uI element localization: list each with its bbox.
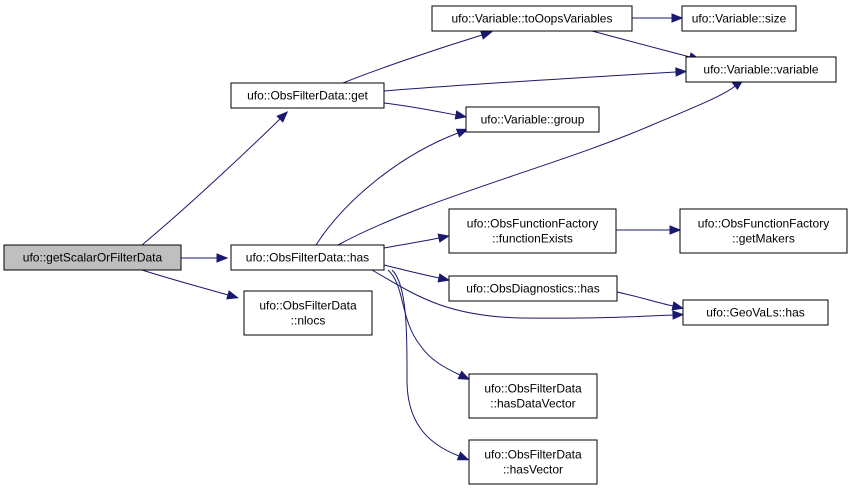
node-label: ::functionExists — [492, 232, 573, 246]
node-box[interactable] — [230, 244, 385, 271]
arrowhead — [276, 111, 289, 123]
edge-line — [342, 34, 483, 84]
edge-get-to-group — [383, 102, 468, 120]
node-label: ufo::Variable::size — [692, 12, 787, 26]
node-box[interactable] — [681, 5, 797, 32]
edge-line — [387, 269, 461, 376]
node-box[interactable] — [243, 290, 373, 336]
node-label: ufo::ObsFilterData — [259, 299, 357, 313]
node-label: ::hasDataVector — [490, 397, 575, 411]
edge-toOops-to-variable — [591, 30, 701, 62]
edge-line — [337, 85, 736, 246]
node-box[interactable] — [468, 439, 598, 485]
node-getMakers[interactable]: ufo::ObsFunctionFactory::getMakers — [679, 208, 848, 254]
edge-has-to-funcExists — [383, 233, 451, 249]
edge-get-to-toOops — [342, 30, 493, 84]
node-label: ::nlocs — [291, 314, 326, 328]
node-label: ufo::ObsFilterData — [484, 382, 582, 396]
arrowhead — [456, 451, 470, 461]
node-label: ufo::Variable::variable — [703, 63, 819, 77]
node-box[interactable] — [468, 373, 598, 419]
edge-root-to-get — [141, 111, 289, 246]
arrowhead — [216, 253, 229, 263]
arrowhead — [669, 225, 682, 235]
node-label: ufo::Variable::toOopsVariables — [452, 12, 613, 26]
node-box[interactable] — [3, 244, 182, 271]
edge-has-to-group — [315, 128, 469, 246]
arrowhead — [226, 290, 239, 300]
node-box[interactable] — [448, 275, 618, 302]
edge-toOops-to-size — [632, 13, 684, 23]
arrowhead — [671, 301, 685, 311]
arrowhead — [672, 310, 685, 320]
arrowhead — [437, 233, 451, 243]
arrowhead — [675, 67, 688, 77]
node-box[interactable] — [679, 208, 848, 254]
node-box[interactable] — [448, 208, 617, 254]
edge-line — [383, 102, 457, 116]
nodes-layer: ufo::getScalarOrFilterDataufo::ObsFilter… — [3, 5, 848, 485]
edge-line — [383, 71, 677, 92]
edge-line — [315, 132, 459, 246]
node-label: ::getMakers — [732, 232, 795, 246]
node-get[interactable]: ufo::ObsFilterData::get — [230, 82, 385, 109]
node-box[interactable] — [431, 5, 633, 32]
node-root[interactable]: ufo::getScalarOrFilterData — [3, 244, 182, 271]
node-box[interactable] — [685, 56, 837, 83]
edges-layer — [141, 13, 744, 461]
node-variable[interactable]: ufo::Variable::variable — [685, 56, 837, 83]
node-label: ufo::ObsFilterData — [484, 448, 582, 462]
edge-line — [383, 264, 440, 279]
arrowhead — [480, 30, 493, 40]
node-label: ufo::ObsFunctionFactory — [467, 217, 598, 231]
edge-line — [591, 30, 691, 58]
node-size[interactable]: ufo::Variable::size — [681, 5, 797, 32]
edge-root-to-has — [181, 253, 229, 263]
node-box[interactable] — [230, 82, 385, 109]
edge-has-to-diagHas — [383, 264, 451, 283]
node-geovalsHas[interactable]: ufo::GeoVaLs::has — [682, 299, 829, 326]
node-label: ufo::ObsDiagnostics::has — [466, 282, 599, 296]
edge-funcExists-to-getMakers — [616, 225, 682, 235]
arrowhead — [671, 13, 684, 23]
node-label: ::hasVector — [503, 463, 563, 477]
edge-line — [383, 237, 440, 249]
edge-root-to-nlocs — [141, 269, 239, 300]
node-box[interactable] — [465, 106, 600, 133]
arrowhead — [437, 273, 451, 283]
edge-line — [391, 269, 460, 457]
node-diagHas[interactable]: ufo::ObsDiagnostics::has — [448, 275, 618, 302]
arrowhead — [457, 370, 471, 380]
arrowhead — [455, 128, 469, 138]
node-funcExists[interactable]: ufo::ObsFunctionFactory::functionExists — [448, 208, 617, 254]
edge-diagHas-to-geovalsHas — [616, 291, 685, 311]
edge-line — [371, 269, 674, 319]
node-label: ufo::getScalarOrFilterData — [23, 251, 163, 265]
edge-has-to-hasDataVector — [387, 269, 471, 380]
node-label: ufo::ObsFunctionFactory — [698, 217, 829, 231]
node-label: ufo::ObsFilterData::get — [247, 89, 368, 103]
node-box[interactable] — [682, 299, 829, 326]
node-group[interactable]: ufo::Variable::group — [465, 106, 600, 133]
node-has[interactable]: ufo::ObsFilterData::has — [230, 244, 385, 271]
node-toOops[interactable]: ufo::Variable::toOopsVariables — [431, 5, 633, 32]
edge-has-to-hasVector — [391, 269, 470, 461]
edge-line — [141, 118, 281, 246]
arrowhead — [454, 110, 468, 120]
edge-line — [141, 269, 229, 296]
edge-line — [616, 291, 674, 307]
node-nlocs[interactable]: ufo::ObsFilterData::nlocs — [243, 290, 373, 336]
node-hasVector[interactable]: ufo::ObsFilterData::hasVector — [468, 439, 598, 485]
edge-has-to-geovalsHas — [371, 269, 685, 320]
node-label: ufo::Variable::group — [481, 113, 585, 127]
node-label: ufo::GeoVaLs::has — [706, 306, 805, 320]
edge-get-to-variable — [383, 67, 688, 92]
node-hasDataVector[interactable]: ufo::ObsFilterData::hasDataVector — [468, 373, 598, 419]
node-label: ufo::ObsFilterData::has — [246, 251, 369, 265]
